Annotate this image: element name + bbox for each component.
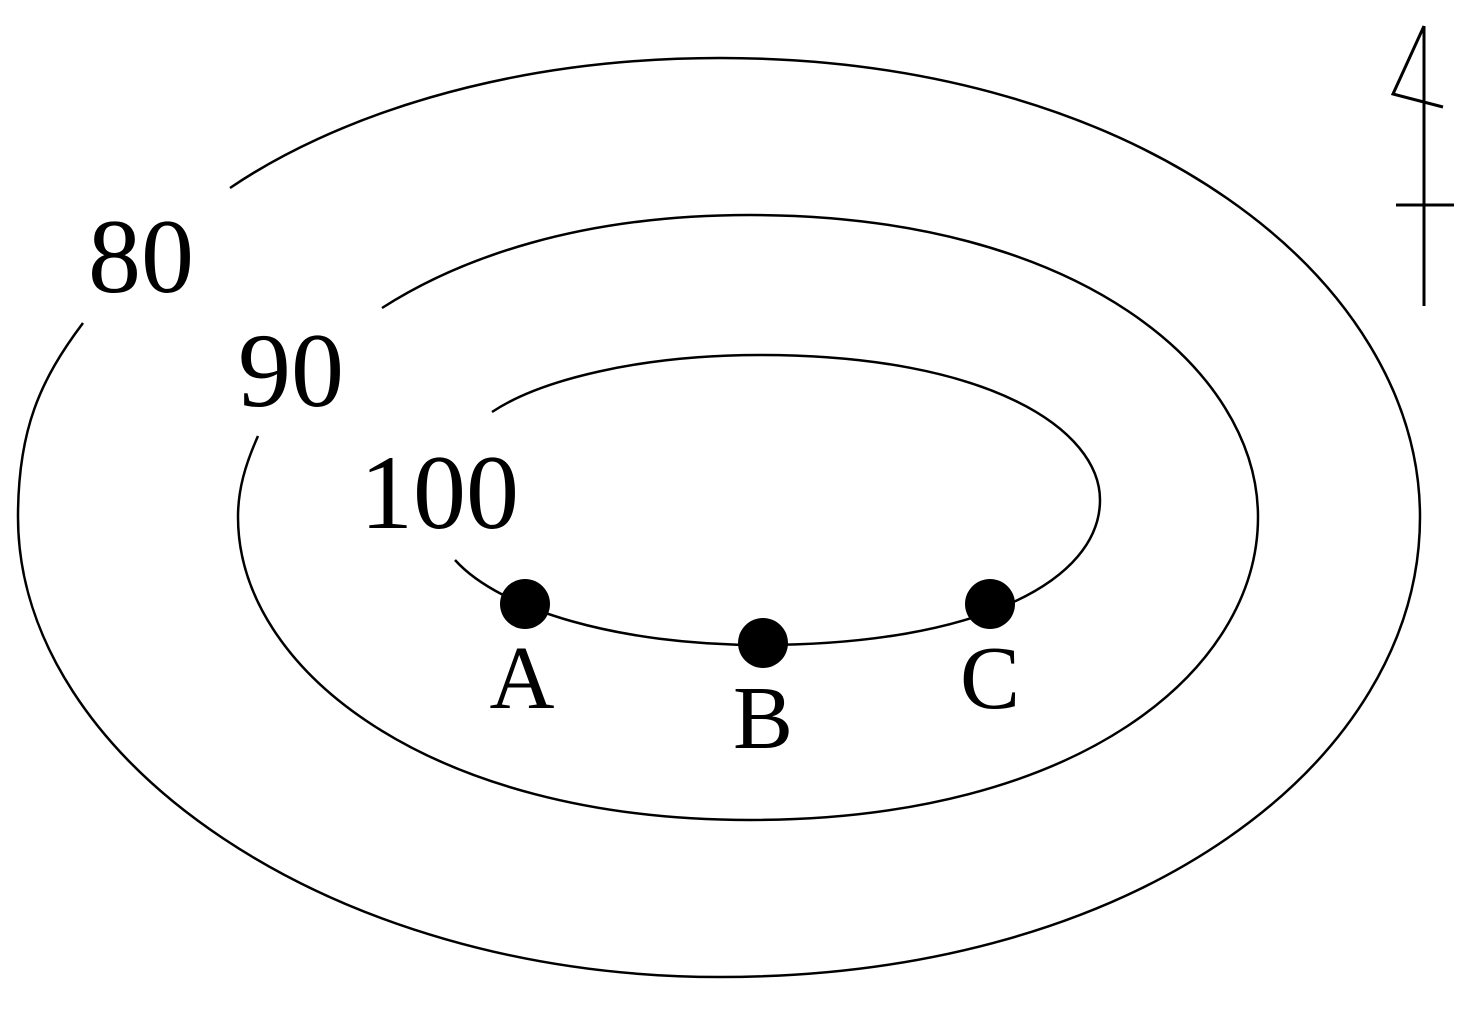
contour-label-90: 90 bbox=[238, 312, 344, 429]
point-b-marker bbox=[738, 618, 788, 668]
contour-line-80 bbox=[16, 56, 1422, 979]
north-arrow-icon bbox=[1390, 25, 1454, 306]
contour-line-100 bbox=[454, 353, 1102, 647]
point-a-marker bbox=[500, 579, 550, 629]
point-c-marker bbox=[965, 579, 1015, 629]
point-label-b: B bbox=[733, 669, 793, 768]
contour-line-90 bbox=[236, 213, 1260, 822]
point-label-c: C bbox=[960, 629, 1020, 728]
contour-label-80: 80 bbox=[88, 198, 194, 315]
contour-label-100: 100 bbox=[360, 434, 519, 551]
point-label-a: A bbox=[490, 629, 555, 728]
